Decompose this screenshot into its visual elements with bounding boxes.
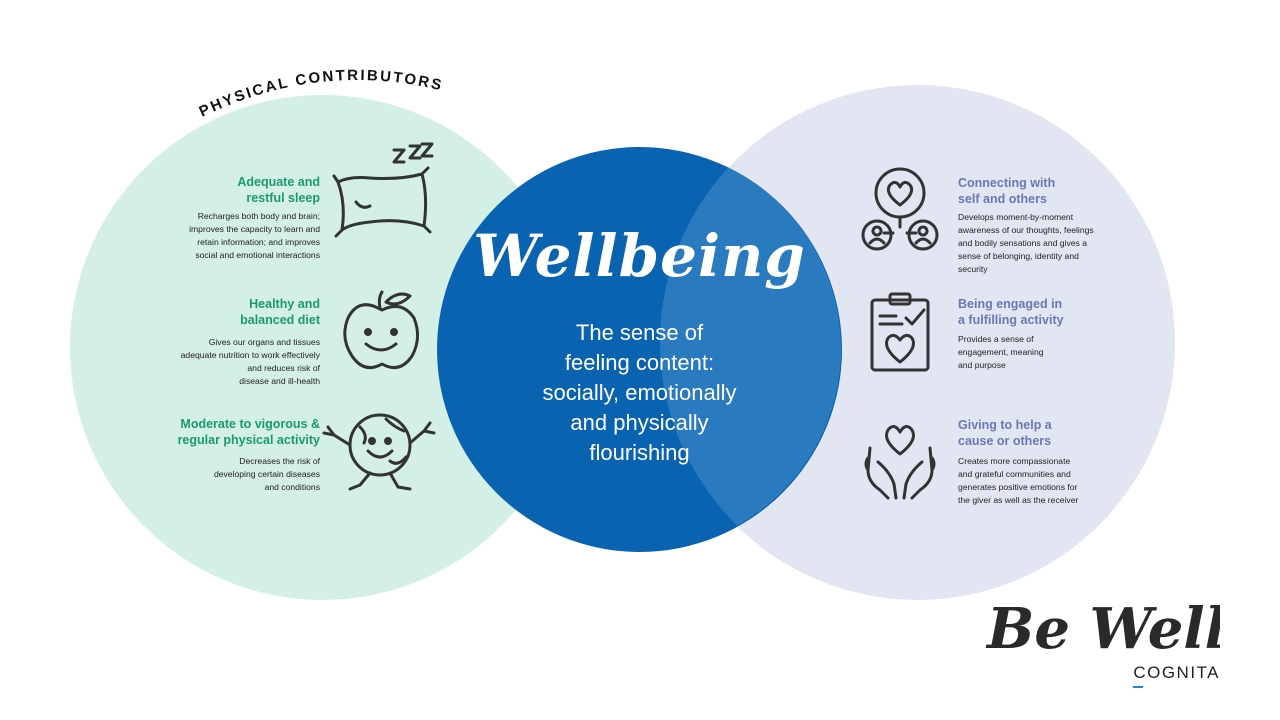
pillow-icon [330, 140, 440, 240]
hands-heart-icon [860, 418, 940, 503]
physical-contributors-heading: PHYSICAL CONTRIBUTORS [197, 67, 446, 121]
globe-runner-icon [320, 405, 440, 500]
svg-text:PHYSICAL CONTRIBUTORS: PHYSICAL CONTRIBUTORS [197, 67, 446, 121]
diet-text: Gives our organs and tissues adequate nu… [180, 337, 320, 386]
connecting-title: Connecting with self and others [958, 176, 1056, 206]
be-well-logo: Be Well [985, 596, 1220, 660]
giving-title: Giving to help a cause or others [958, 418, 1052, 448]
activity-text: Decreases the risk of developing certain… [213, 456, 320, 492]
connecting-text: Develops moment-by-moment awareness of o… [958, 212, 1094, 274]
brand-name: COGNITA [1133, 663, 1220, 682]
arc-heading-text: PHYSICAL CONTRIBUTORS [197, 67, 443, 121]
engaged-title: Being engaged in a fulfilling activity [958, 297, 1064, 327]
activity-title: Moderate to vigorous & regular physical … [177, 417, 320, 447]
sleep-title: Adequate and restful sleep [237, 175, 320, 205]
wellbeing-description: The sense of feeling content: socially, … [542, 320, 737, 465]
giving-text: Creates more compassionate and grateful … [958, 456, 1079, 505]
wellbeing-title: Wellbeing [473, 222, 806, 290]
apple-icon [338, 288, 428, 378]
sleep-text: Recharges both body and brain; improves … [189, 211, 320, 260]
brand-underline [1133, 686, 1143, 688]
diet-title: Healthy and balanced diet [240, 297, 320, 327]
engaged-text: Provides a sense of engagement, meaning … [958, 334, 1044, 370]
heart-people-icon [860, 165, 940, 255]
logo-text: Be Well [985, 596, 1220, 660]
clipboard-heart-icon [866, 290, 936, 375]
